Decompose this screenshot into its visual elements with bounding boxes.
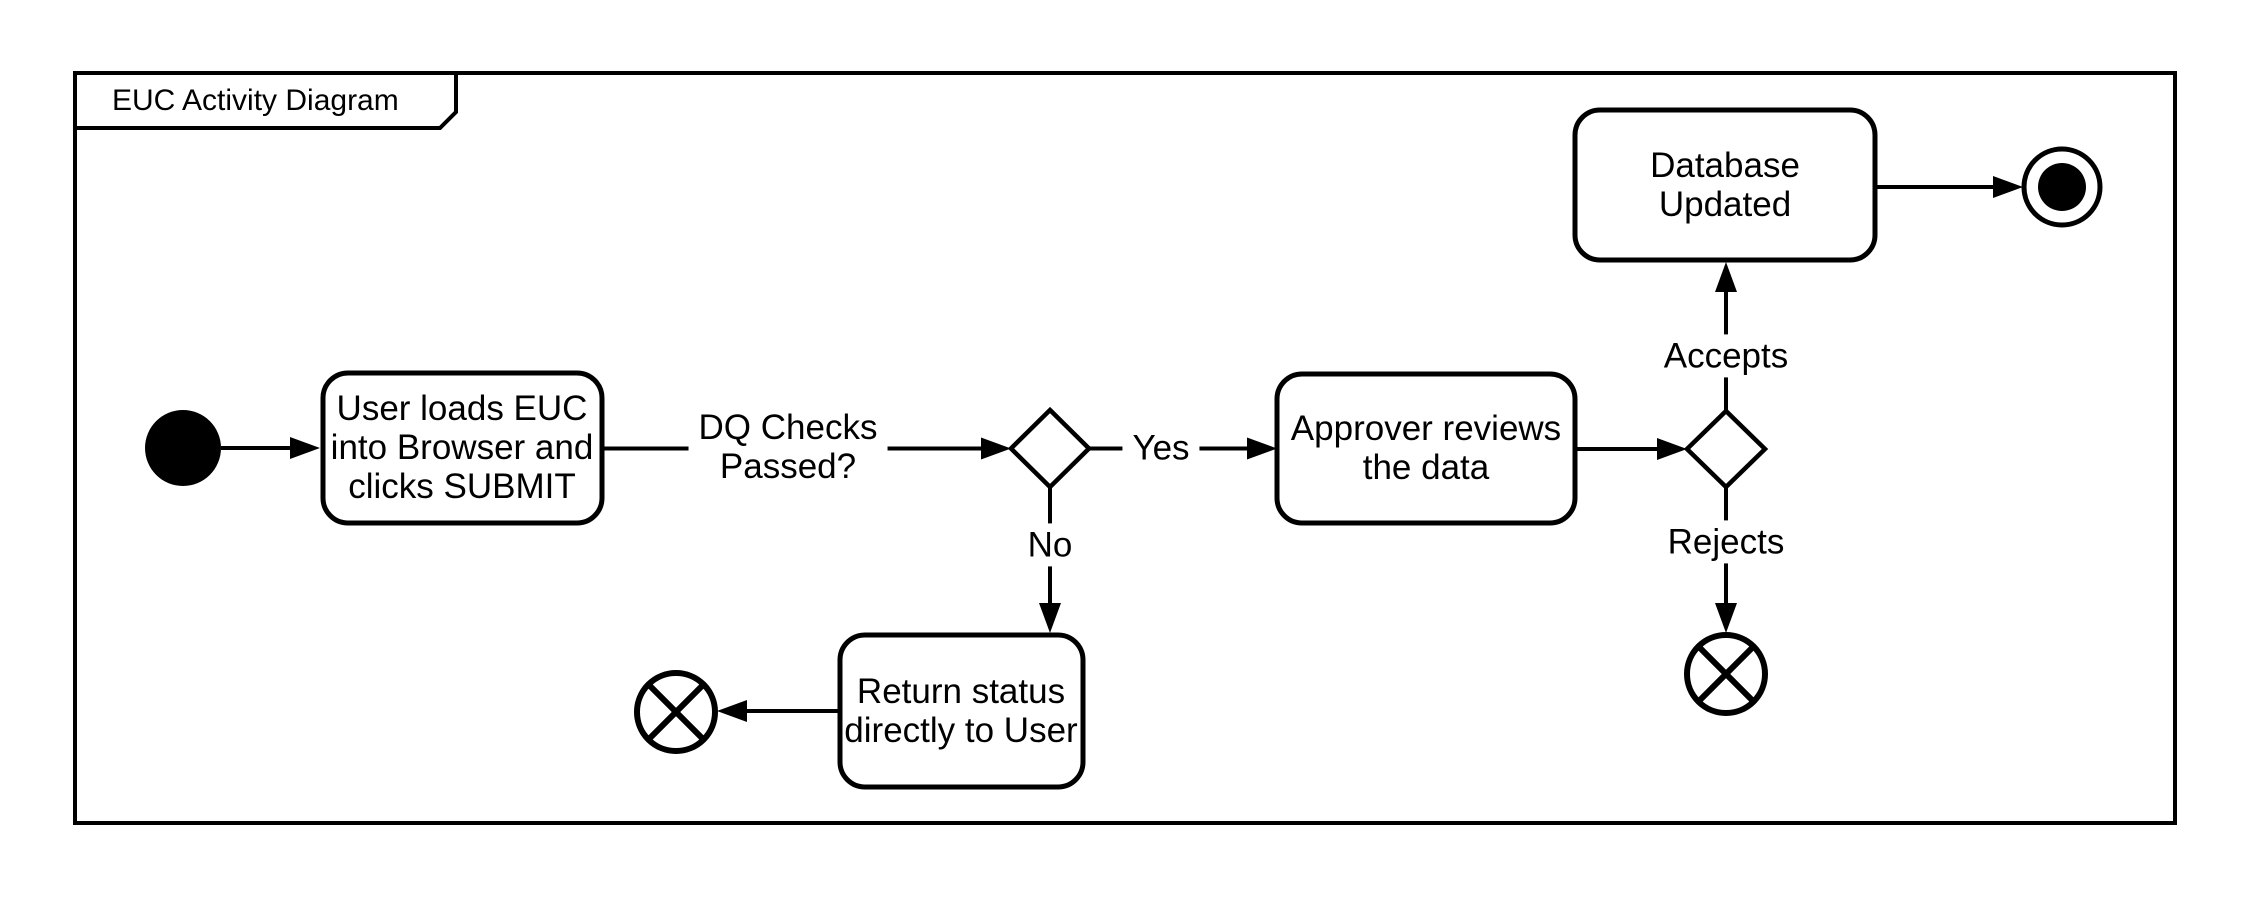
initial-node [145,410,221,486]
flow-final-right [1684,632,1768,716]
arrowhead-icon [981,437,1011,460]
edge-label-accepts: Accepts [1653,334,1799,378]
edge-return-to-flow-final [717,700,840,722]
arrowhead-icon [1247,437,1277,460]
arrowhead-icon [717,700,747,722]
arrowhead-icon [1715,603,1737,633]
arrowhead-icon [1657,438,1687,460]
activity-final-node [2021,146,2103,228]
activity-approver-reviews-label: Approver reviews the data [1290,408,1562,487]
edge-label-no: No [1017,523,1083,567]
frame-title: EUC Activity Diagram [112,83,399,117]
frame-border [73,71,2177,825]
activity-database-updated-label: Database Updated [1650,145,1800,224]
decision-approval [1683,407,1769,491]
arrowhead-icon [1715,262,1737,292]
edge-approver-to-decision [1575,438,1687,460]
arrowhead-icon [290,437,320,459]
flow-final-left [634,670,718,754]
edge-database-to-final [1875,176,2023,198]
edge-label-yes: Yes [1122,426,1200,470]
arrowhead-icon [1993,176,2023,198]
edge-label-dq-checks: DQ Checks Passed? [688,405,888,489]
frame-title-tab [73,71,458,130]
edge-start-to-load [221,437,320,459]
activity-return-status-label: Return status directly to User [844,671,1078,750]
activity-load-euc-label: User loads EUC into Browser and clicks S… [330,389,594,507]
arrowhead-icon [1039,603,1061,633]
edge-label-rejects: Rejects [1657,520,1795,564]
decision-dq-checks [1007,406,1093,491]
